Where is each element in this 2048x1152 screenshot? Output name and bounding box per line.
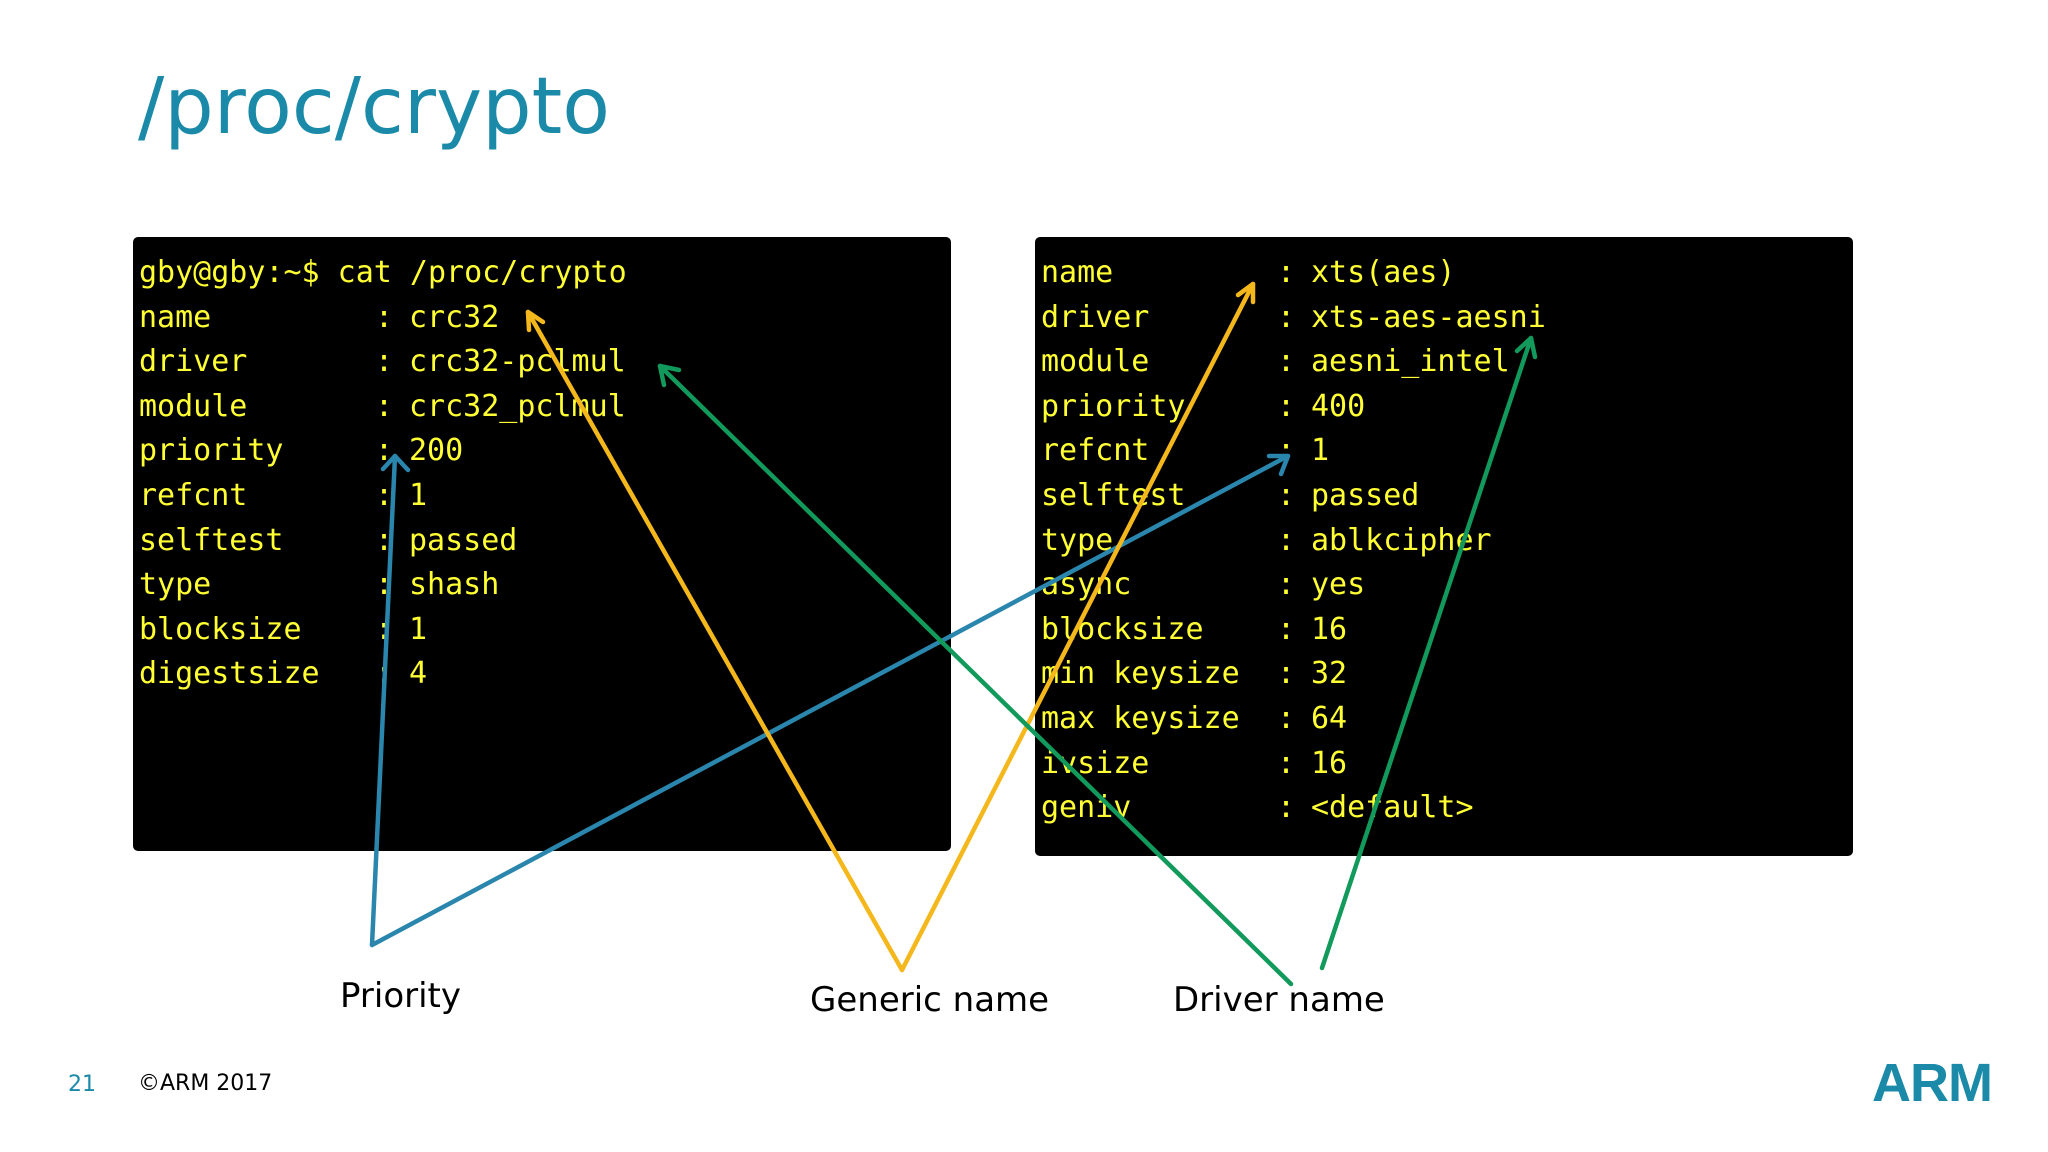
row-separator: : bbox=[1277, 700, 1296, 736]
row-separator: : bbox=[375, 344, 394, 380]
copyright-notice: ©ARM 2017 bbox=[138, 1071, 273, 1096]
row-separator: : bbox=[1277, 567, 1296, 603]
row-separator: : bbox=[375, 477, 394, 513]
row-separator: : bbox=[1277, 790, 1296, 826]
terminal-right: name: xts(aes) driver: xts-aes-aesni modul… bbox=[1035, 237, 1853, 856]
generic-name-label: Generic name bbox=[810, 980, 1050, 1020]
terminal-row: digestsize:4 bbox=[139, 652, 951, 697]
row-value: 32 bbox=[1311, 656, 1348, 692]
row-key: type bbox=[1041, 522, 1114, 558]
row-value: xts(aes) bbox=[1311, 255, 1456, 290]
row-value: passed bbox=[1311, 477, 1420, 513]
row-value: shash bbox=[409, 567, 500, 603]
row-value: 200 bbox=[409, 433, 464, 469]
row-value: passed bbox=[409, 522, 518, 558]
terminal-row: selftest: passed bbox=[1041, 474, 1853, 519]
terminal-row: type: ablkcipher bbox=[1041, 519, 1853, 564]
row-key: blocksize bbox=[139, 611, 302, 647]
row-separator: : bbox=[375, 567, 394, 603]
terminal-row: module: aesni_intel bbox=[1041, 340, 1853, 385]
terminal-row: selftest: passed bbox=[139, 519, 951, 564]
terminal-row: min keysize:32 bbox=[1041, 652, 1853, 697]
row-separator: : bbox=[1277, 656, 1296, 692]
row-value: 1 bbox=[1311, 433, 1330, 469]
row-key: blocksize bbox=[1041, 611, 1204, 647]
terminal-prompt: gby@gby:~$ cat /proc/crypto bbox=[139, 255, 627, 290]
row-key: name bbox=[1041, 255, 1114, 290]
row-key: geniv bbox=[1041, 790, 1132, 826]
row-value: crc32 bbox=[409, 299, 500, 335]
row-value: crc32-pclmul bbox=[409, 344, 626, 380]
row-value: 1 bbox=[409, 477, 428, 513]
row-key: digestsize bbox=[139, 656, 320, 692]
row-key: driver bbox=[139, 344, 248, 380]
row-separator: : bbox=[1277, 477, 1296, 513]
driver-name-label: Driver name bbox=[1173, 980, 1385, 1020]
row-value: 400 bbox=[1311, 388, 1366, 424]
row-value: 16 bbox=[1311, 611, 1348, 647]
terminal-row: refcnt:1 bbox=[1041, 429, 1853, 474]
row-key: refcnt bbox=[139, 477, 248, 513]
terminal-row: priority:400 bbox=[1041, 385, 1853, 430]
row-separator: : bbox=[1277, 611, 1296, 647]
row-key: refcnt bbox=[1041, 433, 1150, 469]
row-key: type bbox=[139, 567, 212, 603]
row-value: crc32_pclmul bbox=[409, 388, 626, 424]
row-key: selftest bbox=[1041, 477, 1186, 513]
terminal-row: name: xts(aes) bbox=[1041, 251, 1853, 296]
row-key: selftest bbox=[139, 522, 284, 558]
slide-title: /proc/crypto bbox=[138, 62, 610, 152]
row-separator: : bbox=[1277, 255, 1296, 290]
row-key: module bbox=[1041, 344, 1150, 380]
page-number: 21 bbox=[68, 1072, 96, 1097]
terminal-row: driver: crc32-pclmul bbox=[139, 340, 951, 385]
row-value: aesni_intel bbox=[1311, 344, 1510, 380]
terminal-row: priority:200 bbox=[139, 429, 951, 474]
row-separator: : bbox=[1277, 388, 1296, 424]
terminal-row: max keysize:64 bbox=[1041, 697, 1853, 742]
row-separator: : bbox=[1277, 433, 1296, 469]
row-separator: : bbox=[375, 522, 394, 558]
row-key: module bbox=[139, 388, 248, 424]
row-value: yes bbox=[1311, 567, 1366, 603]
terminal-row: ivsize:16 bbox=[1041, 742, 1853, 787]
row-value: <default> bbox=[1311, 790, 1474, 826]
row-value: 4 bbox=[409, 656, 428, 692]
row-separator: : bbox=[1277, 745, 1296, 781]
row-value: 1 bbox=[409, 611, 428, 647]
priority-label: Priority bbox=[340, 976, 462, 1016]
terminal-row: refcnt:1 bbox=[139, 474, 951, 519]
row-separator: : bbox=[375, 388, 394, 424]
row-key: ivsize bbox=[1041, 745, 1150, 781]
row-value: xts-aes-aesni bbox=[1311, 299, 1546, 335]
terminal-row: type: shash bbox=[139, 563, 951, 608]
row-key: async bbox=[1041, 567, 1132, 603]
terminal-row: module: crc32_pclmul bbox=[139, 385, 951, 430]
row-separator: : bbox=[1277, 522, 1296, 558]
terminal-left: gby@gby:~$ cat /proc/crypto name: crc32 d… bbox=[133, 237, 951, 851]
row-value: ablkcipher bbox=[1311, 522, 1492, 558]
terminal-row: blocksize:1 bbox=[139, 608, 951, 653]
row-value: 16 bbox=[1311, 745, 1348, 781]
row-separator: : bbox=[1277, 344, 1296, 380]
row-key: driver bbox=[1041, 299, 1150, 335]
terminal-row: geniv: <default> bbox=[1041, 786, 1853, 831]
row-key: priority bbox=[139, 433, 284, 469]
terminal-row: blocksize:16 bbox=[1041, 608, 1853, 653]
row-separator: : bbox=[375, 433, 394, 469]
terminal-row: name: crc32 bbox=[139, 296, 951, 341]
terminal-row: driver: xts-aes-aesni bbox=[1041, 296, 1853, 341]
arm-logo: ARM bbox=[1872, 1053, 1993, 1113]
row-key: min keysize bbox=[1041, 656, 1240, 692]
terminal-row: async: yes bbox=[1041, 563, 1853, 608]
row-key: max keysize bbox=[1041, 700, 1240, 736]
row-separator: : bbox=[375, 656, 394, 692]
row-separator: : bbox=[375, 611, 394, 647]
row-key: priority bbox=[1041, 388, 1186, 424]
row-separator: : bbox=[1277, 299, 1296, 335]
row-value: 64 bbox=[1311, 700, 1348, 736]
row-separator: : bbox=[375, 299, 394, 335]
row-key: name bbox=[139, 299, 212, 335]
